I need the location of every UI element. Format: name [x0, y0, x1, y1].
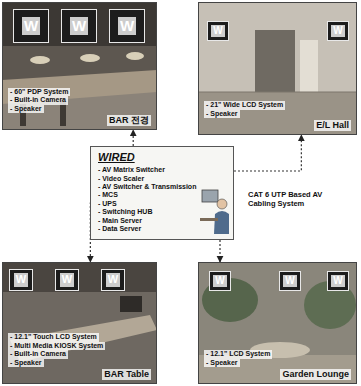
feature-item: - 60" PDP System: [8, 88, 70, 96]
icon-letter: W: [331, 275, 344, 287]
equipment-item: - Main Server: [98, 217, 197, 225]
icon-letter: W: [331, 25, 344, 37]
screen-icon: W: [55, 269, 79, 291]
screen-icon: W: [109, 9, 145, 43]
bar-photo: [2, 2, 157, 130]
head-shape: [217, 199, 227, 209]
table-photo: [2, 262, 157, 384]
photo-shape: [2, 2, 157, 46]
icon-letter: W: [211, 25, 224, 37]
icon-letter: W: [283, 275, 296, 287]
monitor-shape: [202, 190, 218, 202]
cabling-note: CAT 6 UTP Based AV Cabling System: [248, 190, 334, 208]
location-title: Garden Lounge: [280, 369, 351, 380]
screen-icon: W: [13, 9, 49, 43]
screen-icon: W: [327, 21, 349, 41]
photo-shape: [300, 40, 318, 92]
icon-letter: W: [213, 275, 226, 287]
photo-panel: - 12.1" LCD System- SpeakerGarden Lounge…: [198, 262, 357, 384]
feature-list: - 21" Wide LCD System- Speaker: [204, 101, 285, 118]
feature-item: - Multi Media KIOSK System: [8, 342, 105, 350]
equipment-item: - UPS: [98, 200, 197, 208]
feature-item: - Built-in Camera: [8, 350, 68, 358]
icon-letter: W: [22, 17, 40, 35]
cable-connector: [133, 130, 134, 146]
screen-icon: W: [207, 21, 229, 41]
screen-icon: W: [101, 269, 125, 291]
photo-shape: [120, 296, 142, 312]
feature-item: - Speaker: [8, 105, 44, 113]
screen-icon: W: [9, 269, 33, 291]
location-title: E/L Hall: [314, 120, 351, 131]
feature-list: - 60" PDP System- Built-in Camera- Speak…: [8, 88, 70, 113]
icon-letter: W: [60, 273, 74, 286]
lounge-photo: [198, 262, 357, 384]
feature-item: - 12.1" Touch LCD System: [8, 333, 99, 341]
feature-item: - Speaker: [204, 110, 240, 118]
desk-shape: [200, 218, 218, 221]
box-heading: WIRED: [98, 151, 197, 164]
feature-list: - 12.1" Touch LCD System- Multi Media KI…: [8, 333, 105, 367]
screen-icon: W: [327, 271, 349, 291]
feature-item: - 12.1" LCD System: [204, 350, 272, 358]
cable-connector: [234, 135, 301, 171]
photo-shape: [126, 52, 144, 60]
feature-item: - Speaker: [8, 359, 44, 367]
photo-shape: [198, 2, 357, 135]
screen-icon: W: [279, 271, 301, 291]
equipment-item: - Switching HUB: [98, 208, 197, 216]
location-name: BAR Table: [102, 369, 151, 380]
photo-shape: [255, 30, 295, 92]
photo-shape: [2, 2, 157, 130]
photo-shape: [198, 92, 357, 93]
photo-shape: [2, 262, 157, 384]
operator-figure: [200, 184, 230, 236]
location-title: BAR 전경: [107, 115, 151, 126]
screen-icon: W: [209, 271, 231, 291]
photo-shape: [80, 54, 100, 62]
feature-item: - 21" Wide LCD System: [204, 101, 285, 109]
equipment-item: - AV Matrix Switcher: [98, 166, 197, 174]
icon-letter: W: [106, 273, 120, 286]
cable-connector: [219, 240, 220, 262]
body-shape: [214, 211, 229, 234]
photo-panel: - 12.1" Touch LCD System- Multi Media KI…: [2, 262, 157, 384]
equipment-item: - Video Scaler: [98, 175, 197, 183]
icon-letter: W: [118, 17, 136, 35]
location-name: BAR 전경: [107, 115, 151, 126]
icon-letter: W: [14, 273, 28, 286]
feature-list: - 12.1" LCD System- Speaker: [204, 350, 272, 367]
photo-shape: [198, 355, 357, 384]
control-room-box: WIRED- AV Matrix Switcher- Video Scaler-…: [90, 146, 234, 240]
photo-shape: [30, 56, 50, 64]
screen-icon: W: [61, 9, 97, 43]
photo-shape: [198, 262, 357, 384]
location-name: E/L Hall: [314, 120, 351, 131]
hall-photo: [198, 2, 357, 135]
equipment-item: - AV Switcher & Transmission: [98, 183, 197, 191]
photo-shape: [2, 70, 157, 104]
feature-item: - Built-in Camera: [8, 96, 68, 104]
feature-item: - Speaker: [204, 359, 240, 367]
equipment-item: - MCS: [98, 191, 197, 199]
location-title: BAR Table: [102, 369, 151, 380]
icon-letter: W: [70, 17, 88, 35]
photo-shape: [2, 262, 157, 292]
location-name: Garden Lounge: [280, 369, 351, 380]
photo-panel: - 21" Wide LCD System- SpeakerE/L Hall W W: [198, 2, 357, 135]
photo-panel: - 60" PDP System- Built-in Camera- Speak…: [2, 2, 157, 130]
equipment-item: - Data Server: [98, 225, 197, 233]
photo-shape: [198, 92, 357, 135]
